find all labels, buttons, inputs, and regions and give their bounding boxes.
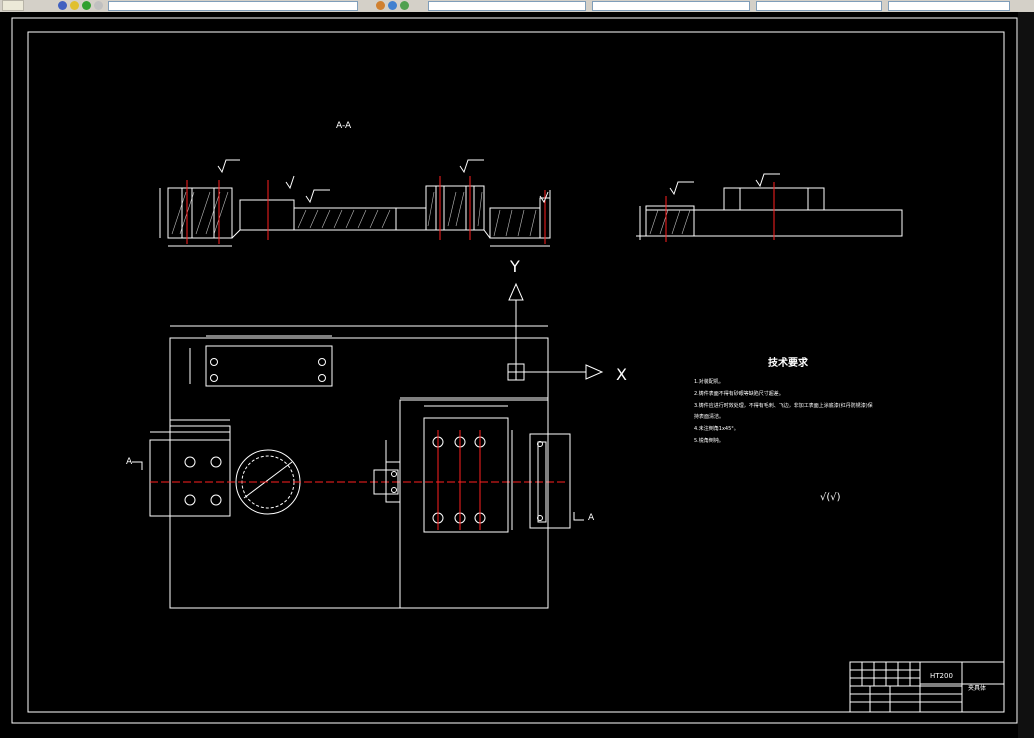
layer-previous-icon[interactable] xyxy=(376,1,385,10)
section-mark-right: A xyxy=(588,513,595,523)
vertical-scrollbar[interactable] xyxy=(1018,12,1034,738)
ucs-x-label: X xyxy=(616,365,627,384)
plotstyle-dropdown[interactable] xyxy=(888,1,1010,11)
title-block-name: 夹具体 xyxy=(968,684,986,692)
title-block-material: HT200 xyxy=(930,672,953,680)
color-dropdown[interactable] xyxy=(428,1,586,11)
layer-state-icon[interactable] xyxy=(388,1,397,10)
outer-frame xyxy=(11,17,1018,724)
cad-toolbar xyxy=(0,0,1034,13)
lightbulb-icon[interactable] xyxy=(70,1,79,10)
section-label: A-A xyxy=(336,121,352,131)
ucs-icon: X Y xyxy=(507,257,627,384)
tech-req-item-3: 3.铸件应进行时效处理，不得有毛刺、飞边，非加工表面上涂底漆(红丹防锈漆)保 xyxy=(694,402,873,409)
roughness-symbol: √(√) xyxy=(820,492,841,503)
tech-req-item-4: 持表面清洁。 xyxy=(694,413,724,420)
plan-view: A A xyxy=(126,325,595,609)
section-mark-left: A xyxy=(126,457,133,467)
layer-iso-icon[interactable] xyxy=(400,1,409,10)
toolbar-button-1[interactable] xyxy=(2,0,24,11)
tech-req-item-5: 4.未注倒角1x45°。 xyxy=(694,425,739,432)
lineweight-dropdown[interactable] xyxy=(756,1,882,11)
side-view xyxy=(636,173,903,242)
tech-requirements-title: 技术要求 xyxy=(768,356,809,369)
layer-dropdown[interactable] xyxy=(108,1,358,11)
linetype-dropdown[interactable] xyxy=(592,1,750,11)
lock-icon[interactable] xyxy=(94,1,103,10)
tech-req-item-1: 1.对装配机。 xyxy=(694,378,724,385)
model-space-canvas[interactable] xyxy=(0,12,1034,738)
tech-req-item-6: 5.锐角倒钝。 xyxy=(694,437,724,444)
inner-frame xyxy=(27,31,1005,713)
tech-req-item-2: 2.铸件表面不得有砂眼等缺陷尺寸超差。 xyxy=(694,390,784,397)
tech-requirements: 技术要求 1.对装配机。 2.铸件表面不得有砂眼等缺陷尺寸超差。 3.铸件应进行… xyxy=(694,356,873,444)
ucs-y-label: Y xyxy=(509,257,520,276)
section-view xyxy=(159,159,551,247)
sun-icon[interactable] xyxy=(82,1,91,10)
layer-icon[interactable] xyxy=(58,1,67,10)
title-block: HT200 夹具体 xyxy=(849,661,1005,713)
